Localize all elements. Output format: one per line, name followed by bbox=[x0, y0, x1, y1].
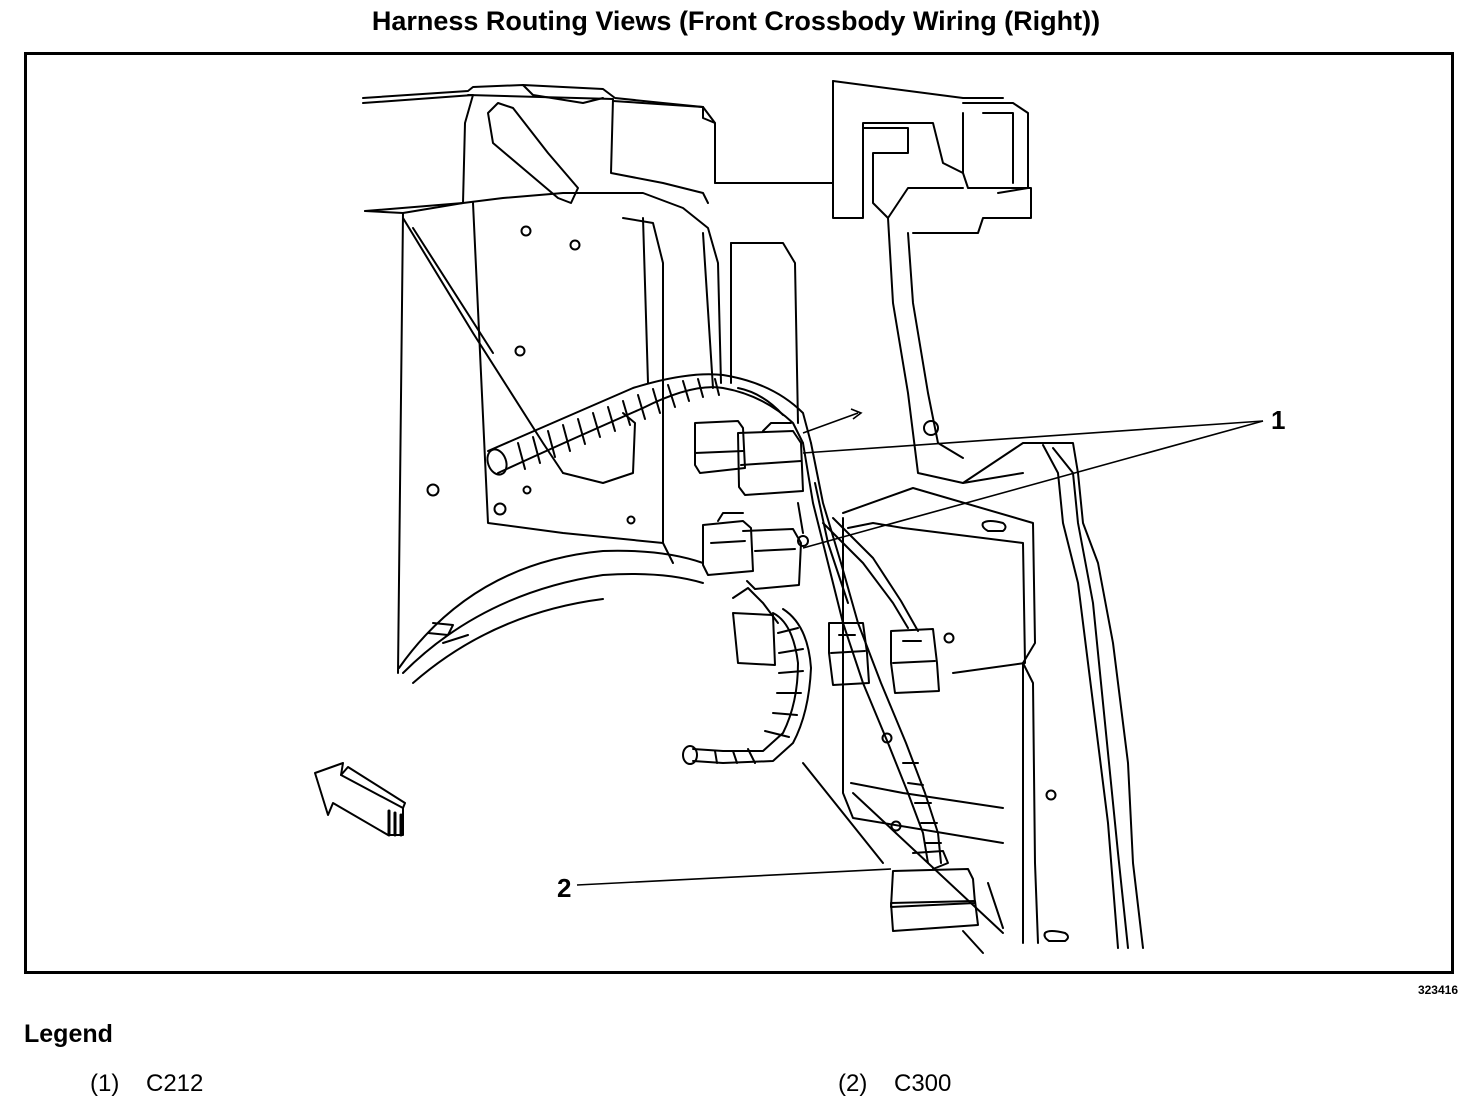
small-arrow bbox=[802, 408, 863, 434]
forward-arrow-icon bbox=[314, 762, 406, 837]
upper-body-panel bbox=[362, 80, 1032, 484]
wheel-arch bbox=[398, 549, 704, 684]
diagram-frame: 1 2 bbox=[24, 52, 1454, 974]
inline-connectors bbox=[732, 612, 940, 694]
leader-line-1a bbox=[802, 420, 1264, 454]
c212-connector bbox=[694, 420, 809, 590]
callout-1: 1 bbox=[1271, 405, 1285, 435]
right-panel bbox=[802, 442, 1144, 949]
diagram-title: Harness Routing Views (Front Crossbody W… bbox=[371, 6, 1101, 36]
image-reference-number: 323416 bbox=[1417, 983, 1458, 997]
leader-line-2 bbox=[576, 868, 892, 886]
legend-item-number: (2) bbox=[838, 1070, 868, 1097]
leader-line-1b bbox=[802, 420, 1264, 549]
legend-item-label: C212 bbox=[146, 1070, 204, 1097]
left-panel bbox=[364, 192, 799, 674]
c300-connector bbox=[890, 850, 984, 954]
legend-item: (1) C212 bbox=[90, 1070, 203, 1098]
legend-title: Legend bbox=[24, 1020, 113, 1048]
legend-item-label: C300 bbox=[894, 1070, 952, 1097]
legend-item: (2) C300 bbox=[838, 1070, 951, 1098]
callout-2: 2 bbox=[557, 873, 571, 903]
legend-item-number: (1) bbox=[90, 1070, 120, 1097]
harness-routing-illustration: 1 2 bbox=[314, 80, 1285, 954]
